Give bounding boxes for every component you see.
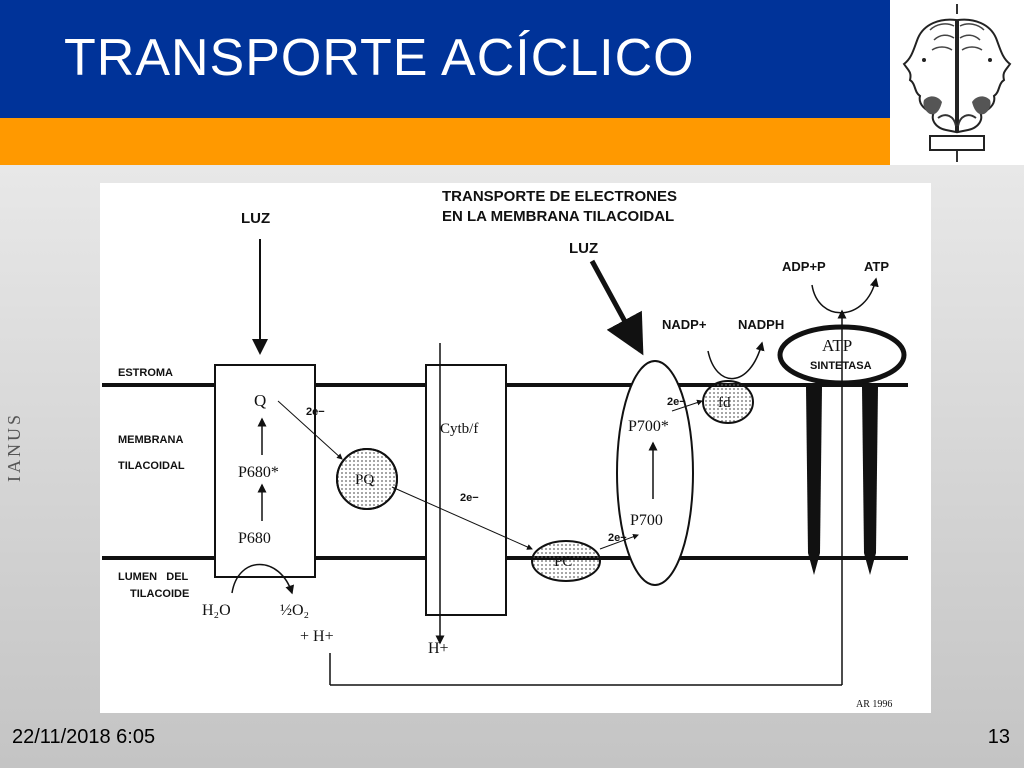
- atp-synthase-stalk-left: [806, 387, 822, 575]
- cyt-label: Cytb/f: [440, 421, 478, 437]
- diagram-heading-line1: TRANSPORTE DE ELECTRONES: [442, 188, 677, 205]
- electron-transport-diagram: TRANSPORTE DE ELECTRONES EN LA MEMBRANA …: [100, 183, 931, 713]
- p680-label: P680: [238, 530, 271, 547]
- membrana-label: MEMBRANA: [118, 434, 183, 446]
- atp-synthase-stalk-right: [862, 387, 878, 575]
- janus-logo: [890, 0, 1024, 165]
- h-plus-lumen-label: + H+: [300, 628, 334, 645]
- estroma-label: ESTROMA: [118, 367, 173, 379]
- h2o-label: H₂O: [202, 602, 231, 619]
- two-e-pq-label: 2e−: [460, 492, 479, 504]
- pc-ellipse: [531, 540, 601, 582]
- pc-label: PC: [554, 554, 572, 570]
- luz-right-label: LUZ: [569, 240, 598, 257]
- cytochrome-box: [425, 364, 507, 616]
- adp-p-label: ADP+P: [782, 259, 826, 274]
- side-watermark: IANUS: [4, 411, 24, 482]
- half-o2-label: ½O₂: [280, 602, 309, 619]
- nadph-label: NADPH: [738, 317, 784, 332]
- two-e-q-label: 2e−: [306, 406, 325, 418]
- fd-label: fd: [718, 395, 731, 411]
- atp-synthase-title: ATP: [822, 336, 852, 355]
- slide-page-number: 13: [987, 726, 1010, 748]
- two-e-pc-label: 2e−: [608, 532, 627, 544]
- p700-star-label: P700*: [628, 418, 669, 435]
- title-bar: TRANSPORTE ACÍCLICO: [0, 0, 890, 118]
- lumen-label: LUMEN DEL: [118, 571, 189, 583]
- tilacoide-label: TILACOIDE: [130, 588, 189, 600]
- luz-left-label: LUZ: [241, 210, 270, 227]
- p680-star-label: P680*: [238, 464, 279, 481]
- diagram-heading-line2: EN LA MEMBRANA TILACOIDAL: [442, 208, 674, 225]
- photosystem-ii-box: [214, 364, 316, 578]
- two-e-fd-label: 2e−: [667, 396, 686, 408]
- h-plus-cyt-label: H+: [428, 640, 449, 657]
- atp-synthase-sub: SINTETASA: [810, 360, 872, 372]
- nadp-plus-label: NADP+: [662, 317, 707, 332]
- slide-date: 22/11/2018 6:05: [12, 726, 156, 748]
- p700-label: P700: [630, 512, 663, 529]
- photosystem-i-ellipse: [616, 360, 694, 586]
- accent-bar: [0, 118, 890, 165]
- fd-ellipse: [702, 380, 754, 424]
- tilacoidal-label: TILACOIDAL: [118, 460, 185, 472]
- slide-title: TRANSPORTE ACÍCLICO: [64, 29, 695, 87]
- janus-head-icon: [902, 4, 1012, 162]
- pq-label: PQ: [355, 472, 374, 488]
- credit-label: AR 1996: [856, 699, 892, 710]
- atp-label: ATP: [864, 259, 889, 274]
- q-label: Q: [254, 391, 266, 410]
